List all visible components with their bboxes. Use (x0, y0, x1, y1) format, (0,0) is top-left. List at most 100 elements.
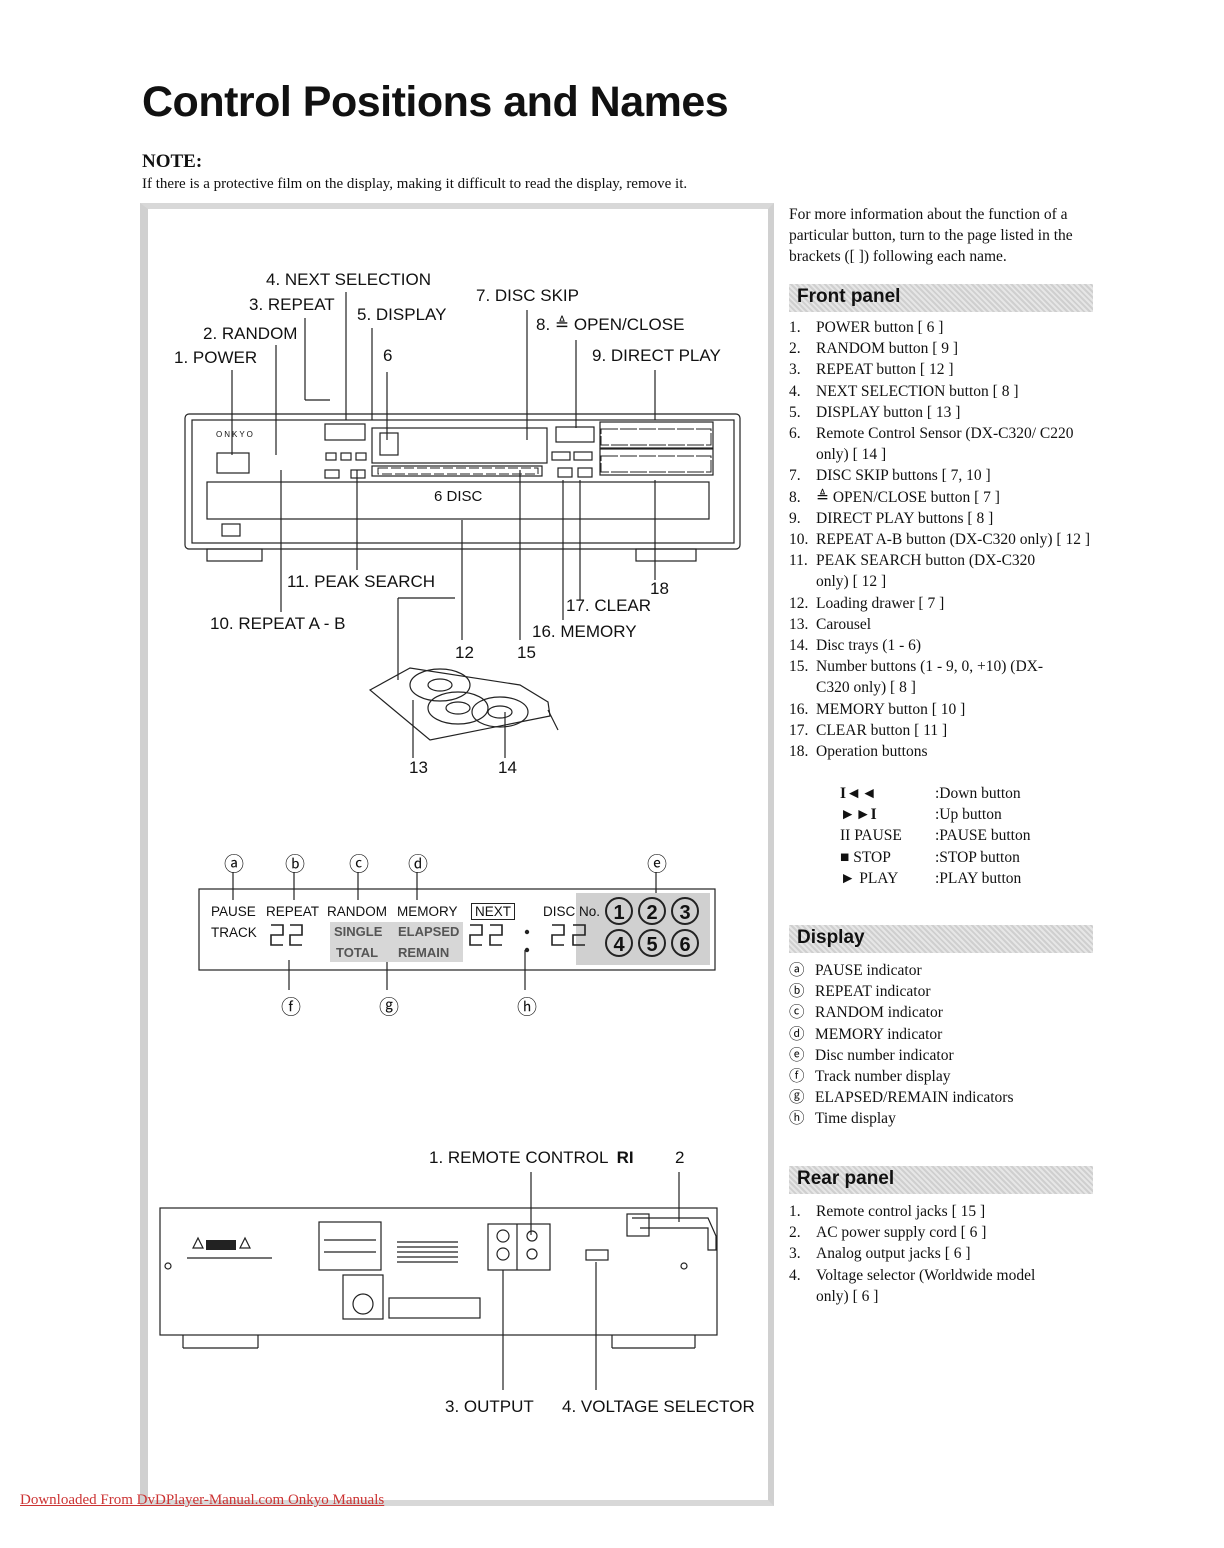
repeat-indicator: REPEAT (266, 904, 320, 919)
page-title: Control Positions and Names (142, 78, 729, 126)
label-drawer: 12 (455, 643, 474, 662)
marker-d: ⓓ (408, 854, 428, 876)
marker-h: ⓗ (517, 997, 537, 1019)
label-direct-play: 9. DIRECT PLAY (592, 346, 721, 365)
list-item: 7.DISC SKIP buttons [ 7, 10 ] (789, 467, 991, 485)
next-indicator: NEXT (471, 903, 516, 920)
label-remote-control-text: 1. REMOTE CONTROL (429, 1148, 608, 1167)
label-next-selection: 4. NEXT SELECTION (266, 270, 432, 289)
rear-panel-heading-bar: Rear panel (789, 1166, 1093, 1194)
note-heading: NOTE: (142, 151, 203, 172)
list-item: 6.Remote Control Sensor (DX-C320/ C220 o… (789, 425, 1074, 464)
list-item: 1.Remote control jacks [ 15 ] (789, 1203, 986, 1220)
disc-6-indicator: 6 (671, 929, 699, 957)
marker-g: ⓖ (379, 997, 399, 1019)
note-text: If there is a protective film on the dis… (142, 176, 688, 192)
disc-4-indicator: 4 (605, 929, 633, 957)
disc-number-label: DISC No. (543, 904, 601, 919)
label-sensor: 6 (383, 346, 393, 365)
pause-indicator: PAUSE (211, 904, 256, 919)
random-indicator: RANDOM (327, 904, 387, 919)
label-voltage-selector: 4. VOLTAGE SELECTOR (562, 1397, 755, 1416)
remain-indicator: REMAIN (398, 945, 450, 960)
list-item: 15.Number buttons (1 - 9, 0, +10) (DX-C3… (789, 658, 1043, 697)
label-display: 5. DISPLAY (357, 305, 447, 324)
disc-badge: 6 DISC (434, 488, 483, 505)
operation-buttons-list: I◄◄:Down button ►►I:Up button II PAUSE:P… (840, 783, 1080, 889)
front-panel-list: 1.POWER button [ 6 ] 2.RANDOM button [ 9… (789, 317, 1099, 762)
intro-text: For more information about the function … (789, 206, 1073, 265)
marker-a: ⓐ (224, 854, 244, 876)
ri-logo: RI (616, 1148, 634, 1167)
marker-b: ⓑ (285, 854, 305, 876)
front-panel-heading: Front panel (797, 286, 901, 307)
list-item: 2.AC power supply cord [ 6 ] (789, 1224, 987, 1242)
list-item: 8.≜ OPEN/CLOSE button [ 7 ] (789, 488, 1000, 506)
label-peak-search: 11. PEAK SEARCH (287, 572, 436, 591)
label-remote-control: 1. REMOTE CONTROL RI (429, 1148, 634, 1168)
list-item: 13.Carousel (789, 615, 872, 633)
total-indicator: TOTAL (336, 945, 379, 960)
list-item: ■ STOP:STOP button (840, 848, 1020, 866)
list-item: 3.REPEAT button [ 12 ] (789, 361, 954, 379)
label-open-close: 8. ≜ OPEN/CLOSE (536, 315, 685, 334)
rear-panel-heading: Rear panel (797, 1168, 895, 1189)
label-disc-skip: 7. DISC SKIP (476, 286, 579, 305)
elapsed-indicator: ELAPSED (398, 924, 460, 939)
download-source-link[interactable]: Downloaded From DvDPlayer-Manual.com Onk… (20, 1492, 385, 1508)
list-item: 3.Analog output jacks [ 6 ] (789, 1245, 971, 1263)
single-indicator: SINGLE (334, 924, 383, 939)
rear-panel-list: 1.Remote control jacks [ 15 ] 2.AC power… (789, 1201, 1099, 1307)
list-item: 18.Operation buttons (789, 743, 928, 761)
list-item: 4.NEXT SELECTION button [ 8 ] (789, 382, 1019, 400)
label-clear: 17. CLEAR (566, 596, 652, 615)
label-repeat-ab: 10. REPEAT A - B (210, 614, 346, 633)
disc-5-indicator: 5 (638, 929, 666, 957)
label-disc-trays: 14 (498, 758, 517, 777)
label-output: 3. OUTPUT (445, 1397, 534, 1416)
front-panel-heading-bar: Front panel (789, 284, 1093, 312)
list-item: 9.DIRECT PLAY buttons [ 8 ] (789, 509, 994, 527)
label-operation: 18 (650, 579, 669, 598)
marker-f: ⓕ (281, 997, 301, 1019)
diagram-frame (140, 203, 774, 1506)
list-item: 5.DISPLAY button [ 13 ] (789, 403, 961, 421)
list-item: 14.Disc trays (1 - 6) (789, 637, 922, 655)
track-label: TRACK (211, 925, 257, 940)
list-item: 16.MEMORY button [ 10 ] (789, 700, 966, 718)
marker-e: ⓔ (647, 854, 667, 876)
list-item: 10.REPEAT A-B button (DX-C320 only) [ 12… (789, 531, 1090, 549)
marker-c: ⓒ (349, 854, 369, 876)
disc-2-indicator: 2 (638, 897, 666, 925)
list-item: 11.PEAK SEARCH button (DX-C320 only) [ 1… (789, 552, 1036, 591)
list-item: 2.RANDOM button [ 9 ] (789, 340, 959, 358)
label-ac-cord: 2 (675, 1148, 685, 1167)
display-heading-bar: Display (789, 925, 1093, 953)
disc-number-indicator: 1 2 3 4 5 6 (605, 897, 704, 957)
list-item: I◄◄:Down button (840, 785, 1021, 802)
list-item: 1.POWER button [ 6 ] (789, 319, 944, 336)
list-item: 17.CLEAR button [ 11 ] (789, 721, 948, 739)
list-item: ► PLAY:PLAY button (840, 869, 1022, 887)
label-repeat: 3. REPEAT (249, 295, 335, 314)
display-heading: Display (797, 927, 865, 948)
label-number-buttons: 15 (517, 643, 536, 662)
label-carousel: 13 (409, 758, 428, 777)
disc-3-indicator: 3 (671, 897, 699, 925)
list-item: 4.Voltage selector (Worldwide model only… (789, 1266, 1036, 1305)
disc-1-indicator: 1 (605, 897, 633, 925)
list-item: ►►I:Up button (840, 806, 1002, 824)
memory-indicator: MEMORY (397, 904, 458, 919)
label-memory: 16. MEMORY (532, 622, 637, 641)
